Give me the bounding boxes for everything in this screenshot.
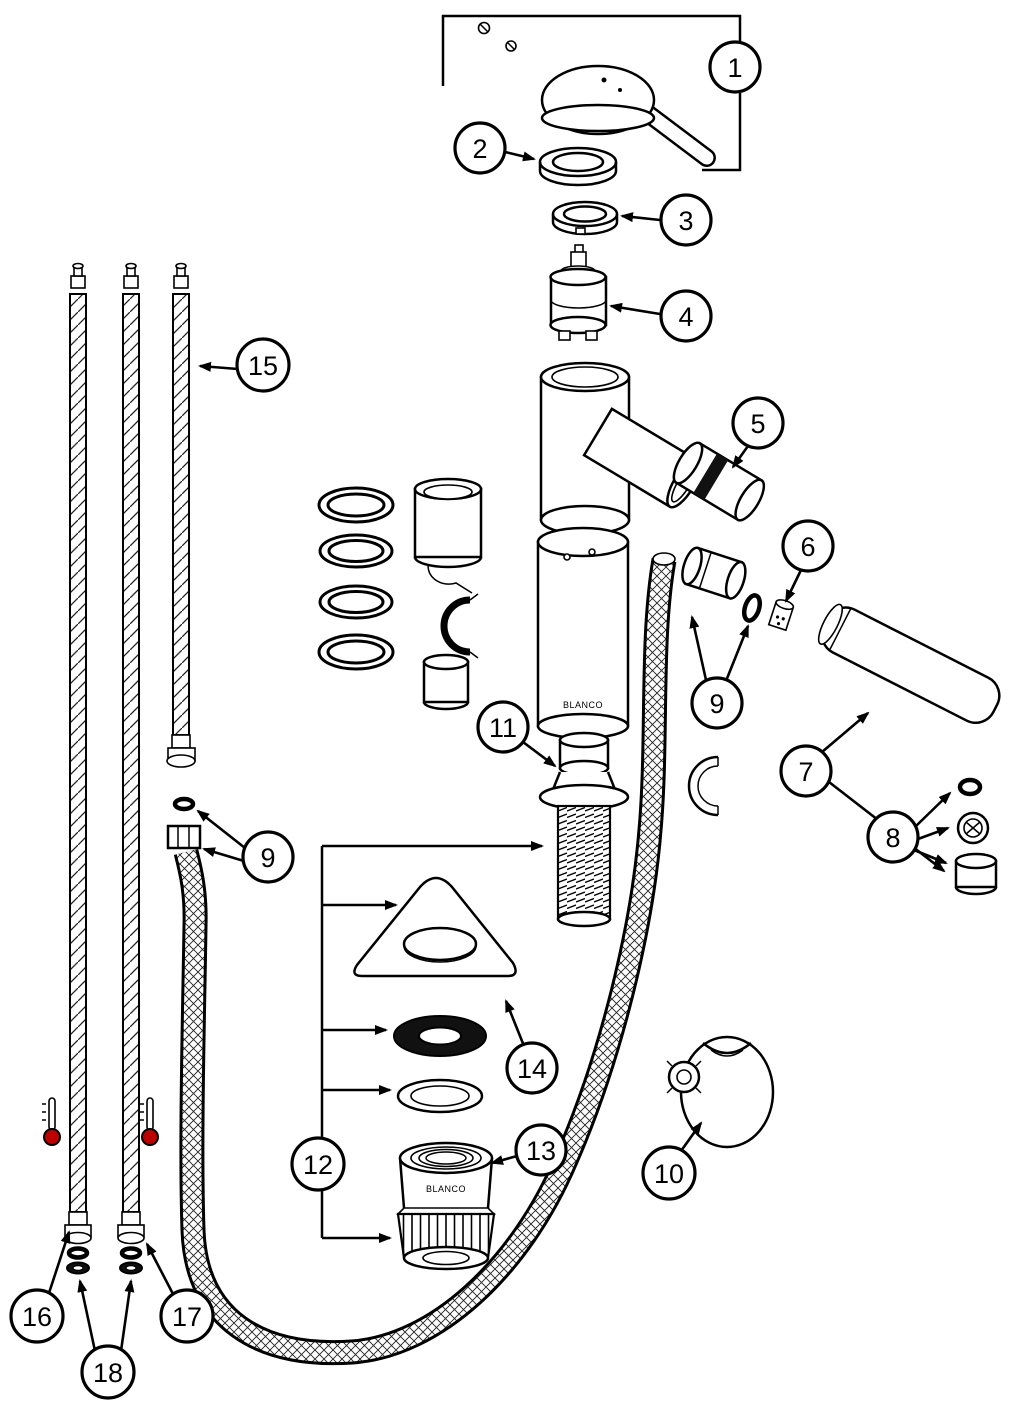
wand-holder [666, 1035, 775, 1149]
supply-hose-middle [117, 262, 145, 1275]
svg-text:18: 18 [93, 1358, 123, 1388]
connector-o-ring [741, 593, 763, 623]
svg-text:17: 17 [172, 1302, 202, 1332]
body-brand-label: BLANCO [563, 700, 603, 710]
svg-text:9: 9 [260, 843, 275, 873]
callout-11: 11 [476, 700, 530, 754]
callout-8: 8 [866, 810, 920, 864]
callout-1: 1 [708, 40, 762, 94]
svg-text:14: 14 [517, 1054, 547, 1084]
spray-wand [817, 603, 1001, 724]
svg-text:4: 4 [678, 302, 693, 332]
aerator-parts [954, 777, 998, 896]
spout-body-upper [539, 361, 702, 536]
callout-9-right: 9 [690, 676, 744, 730]
svg-text:7: 7 [798, 757, 813, 787]
callout-arrows [47, 150, 952, 1352]
svg-text:6: 6 [800, 532, 815, 562]
callout-2: 2 [453, 121, 507, 175]
retaining-clip [687, 755, 719, 817]
callout-15: 15 [235, 337, 291, 393]
callout-4: 4 [659, 289, 713, 343]
callout-9-left: 9 [241, 830, 295, 884]
spout-sleeve [672, 441, 766, 522]
rubber-gasket [393, 1015, 487, 1057]
callout-12: 12 [290, 1136, 346, 1192]
hot-cold-indicator-right [140, 1097, 159, 1146]
callout-17: 17 [159, 1288, 215, 1344]
svg-text:9: 9 [709, 689, 724, 719]
flat-washer [396, 1078, 484, 1114]
svg-text:16: 16 [22, 1302, 52, 1332]
svg-text:1: 1 [727, 53, 742, 83]
check-valve-insert [767, 599, 795, 632]
handle [540, 64, 716, 168]
svg-text:5: 5 [750, 409, 765, 439]
cartridge-lock-ring [551, 200, 619, 236]
callout-6: 6 [781, 519, 835, 573]
callout-14: 14 [505, 1041, 559, 1095]
handle-base-ring [538, 146, 618, 187]
svg-text:3: 3 [678, 206, 693, 236]
svg-text:13: 13 [526, 1136, 556, 1166]
threaded-shank [538, 731, 630, 928]
svg-text:15: 15 [248, 351, 278, 381]
supply-hose-short [166, 262, 196, 768]
supply-hose-left [64, 262, 92, 1275]
svg-text:2: 2 [472, 134, 487, 164]
faucet-body-lower: BLANCO [536, 526, 630, 740]
svg-text:12: 12 [303, 1150, 333, 1180]
handle-assembly-bracket [441, 14, 742, 172]
pullout-hose [173, 552, 677, 1366]
mounting-hardware [413, 477, 483, 711]
callout-7: 7 [779, 744, 833, 798]
svg-text:11: 11 [489, 713, 517, 743]
nut-brand-label: BLANCO [426, 1184, 466, 1194]
callout-13: 13 [514, 1123, 568, 1177]
pullout-hose-end-fitting [166, 796, 202, 850]
cartridge [549, 244, 608, 341]
callout-18: 18 [80, 1344, 136, 1400]
mounting-nut: BLANCO [396, 1141, 496, 1271]
hot-cold-indicator-left [42, 1097, 61, 1146]
svg-text:8: 8 [885, 823, 900, 853]
callout-5: 5 [731, 396, 785, 450]
callout-10: 10 [641, 1145, 697, 1201]
hose-connector [681, 546, 747, 600]
callout-3: 3 [659, 193, 713, 247]
o-ring-set [317, 486, 395, 671]
set-screws [477, 21, 517, 52]
mounting-plate [353, 876, 517, 978]
callout-16: 16 [9, 1288, 65, 1344]
svg-text:10: 10 [654, 1159, 684, 1189]
